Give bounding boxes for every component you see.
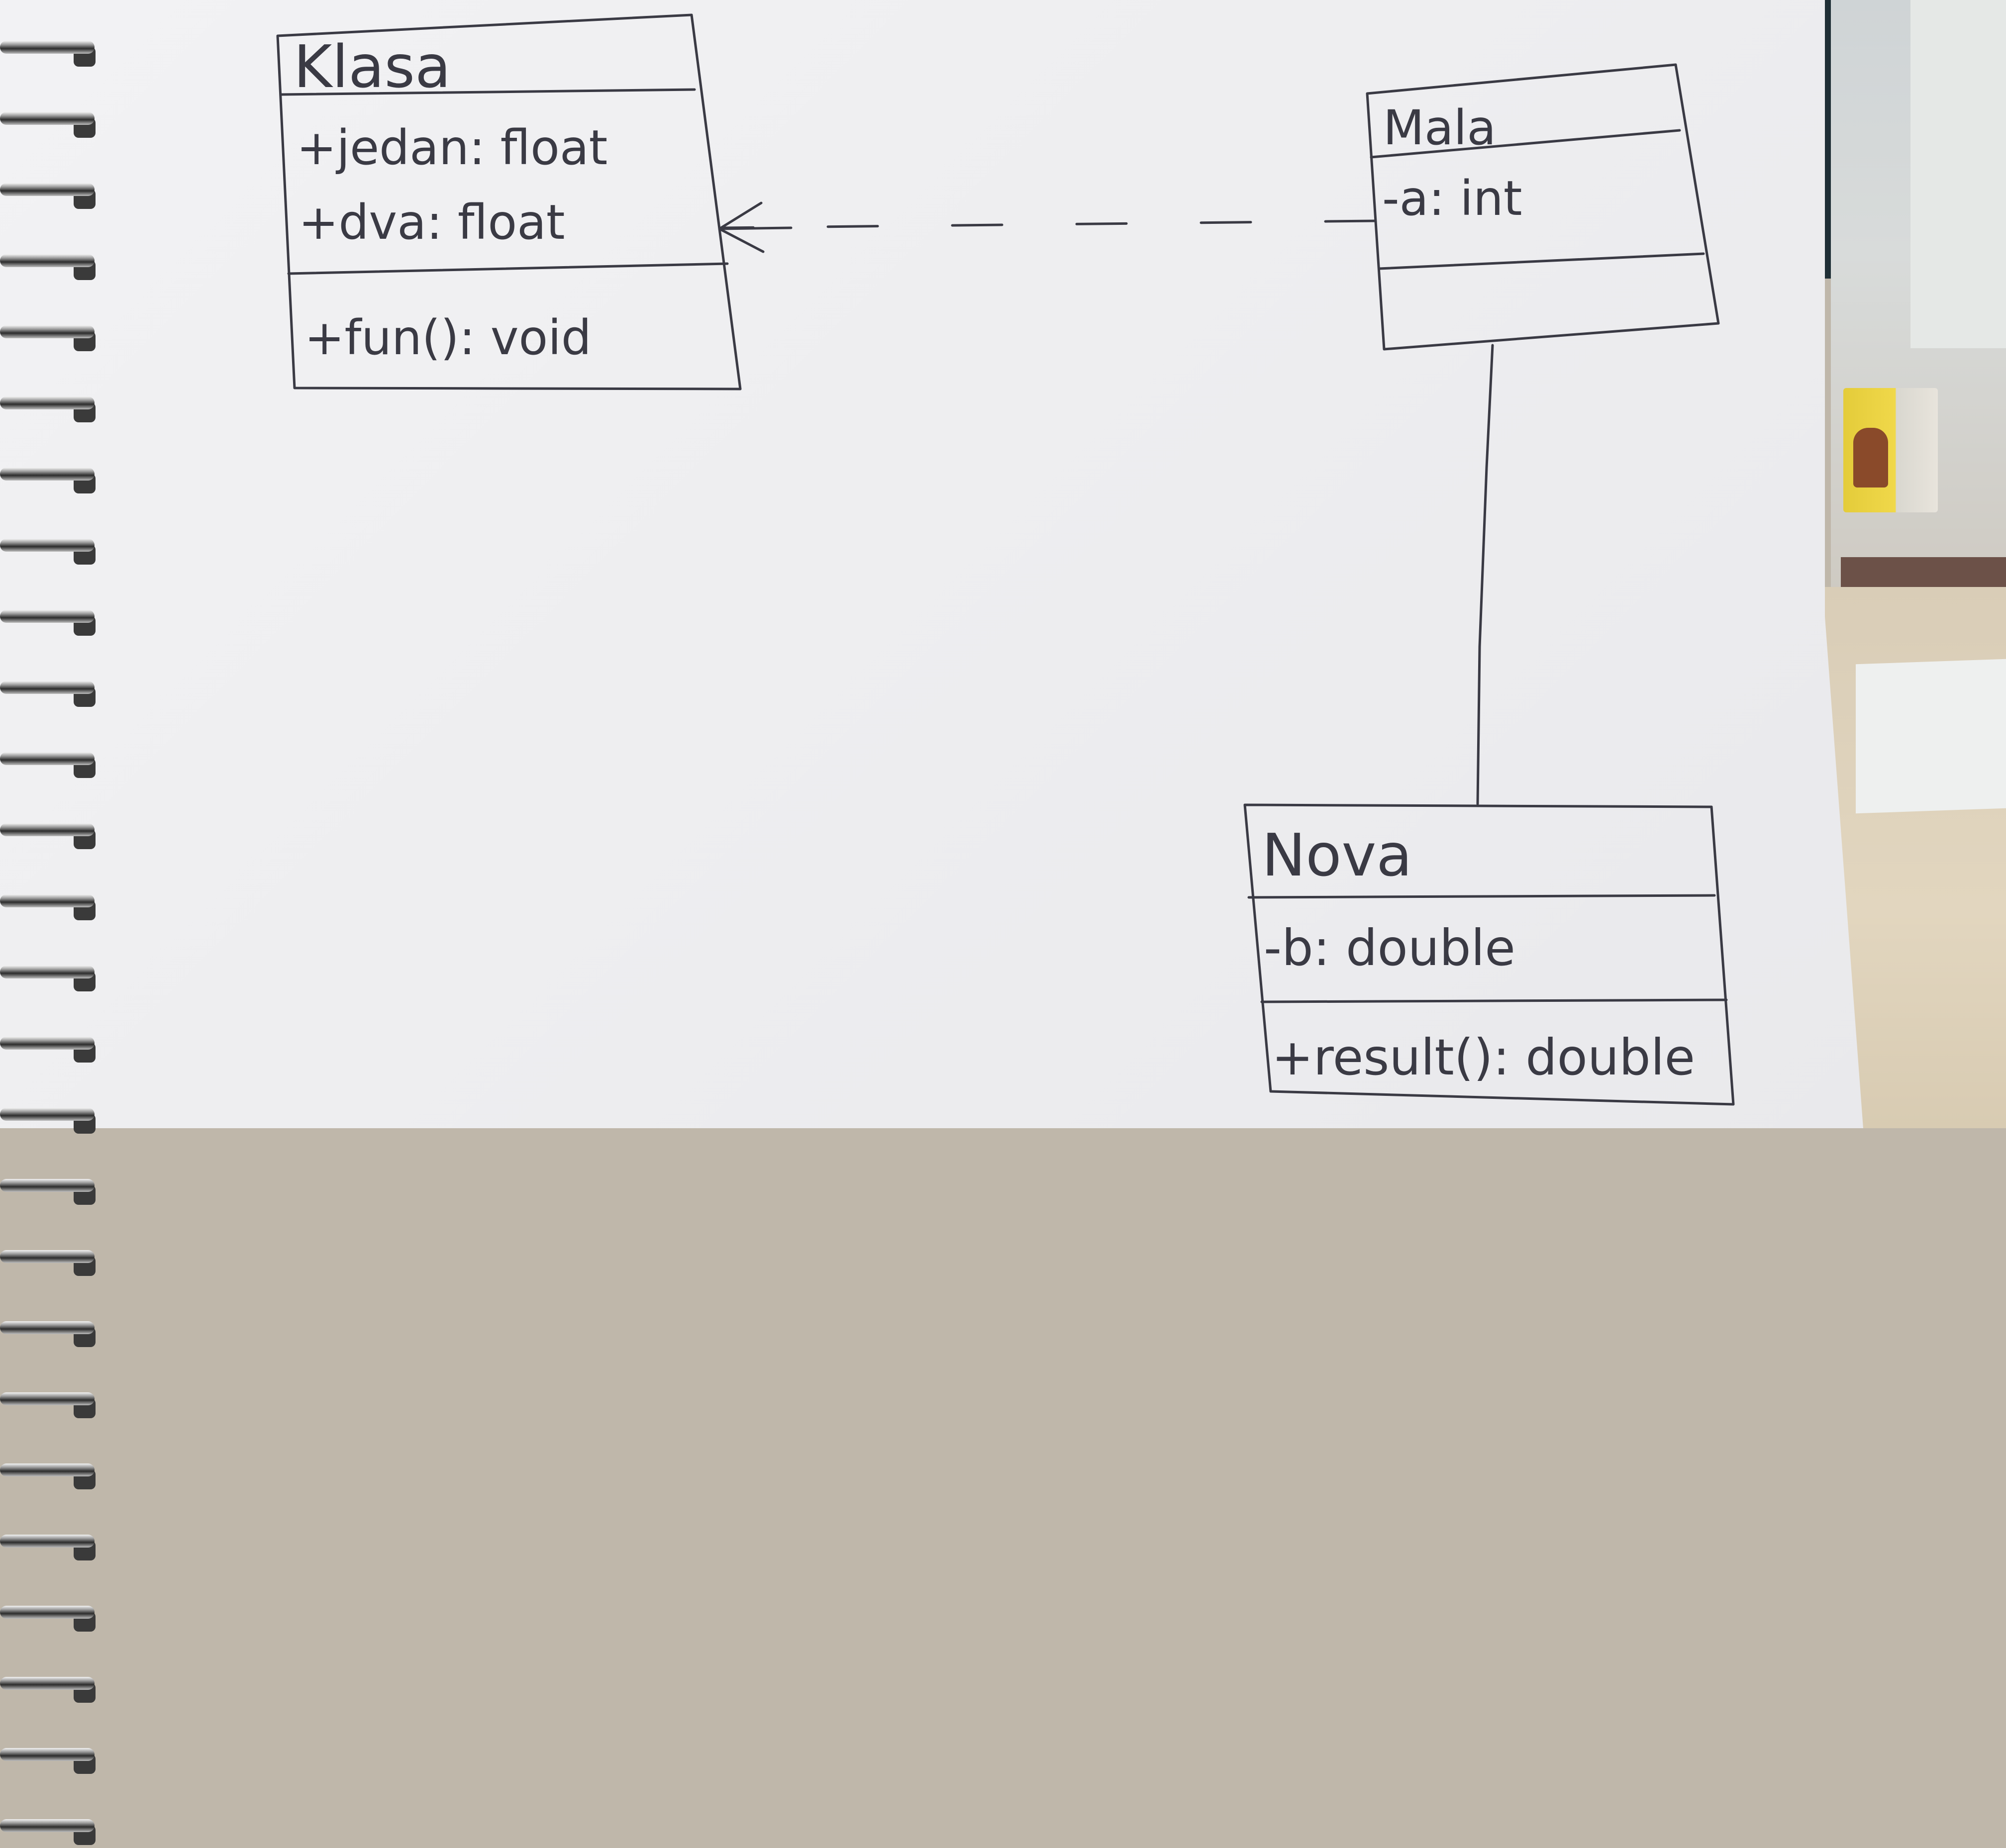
spiral-coil	[0, 178, 100, 212]
spiral-coil	[0, 1814, 100, 1848]
spiral-coil	[0, 1459, 100, 1492]
spiral-wire	[0, 1606, 95, 1619]
toy-box	[1843, 388, 1938, 512]
spiral-coil	[0, 1743, 100, 1777]
spiral-wire	[0, 1392, 95, 1405]
spiral-wire	[0, 1535, 95, 1548]
class-box-nova	[1243, 803, 1735, 1106]
spiral-wire	[0, 894, 95, 907]
spiral-wire	[0, 41, 95, 54]
spiral-wire	[0, 752, 95, 765]
uml-class-diagram: Klasa +jedan: float +dva: float +fun(): …	[276, 13, 1735, 1106]
notebook-page	[0, 0, 1863, 1128]
spiral-coil	[0, 747, 100, 781]
spiral-wire	[0, 610, 95, 623]
spiral-wire	[0, 539, 95, 552]
spiral-wire	[0, 254, 95, 267]
spiral-wire	[0, 1748, 95, 1761]
spiral-wire	[0, 681, 95, 694]
spiral-wire	[0, 966, 95, 978]
spiral-wire	[0, 1179, 95, 1192]
spiral-coil	[0, 1032, 100, 1066]
spiral-coil	[0, 249, 100, 283]
spiral-coil	[0, 961, 100, 994]
class-box-mala-divider-attributes	[1378, 252, 1705, 270]
toy-box-figure	[1853, 428, 1888, 487]
spiral-wire	[0, 396, 95, 409]
spiral-coil	[0, 1316, 100, 1350]
spiral-coil	[0, 605, 100, 639]
class-box-klasa-outline	[276, 13, 742, 390]
spiral-coil	[0, 391, 100, 425]
spiral-wire	[0, 1321, 95, 1334]
attribute-dva: +dva: float	[299, 195, 565, 250]
spiral-wire	[0, 1463, 95, 1476]
spiral-coil	[0, 1530, 100, 1563]
dependency-line-mala-to-klasa	[721, 219, 1377, 229]
spiral-coil	[0, 1174, 100, 1208]
spiral-wire	[0, 1037, 95, 1050]
dependency-arrow-shaft-tip	[718, 226, 793, 230]
window-sill	[1841, 557, 2006, 587]
spiral-wire	[0, 325, 95, 338]
method-fun: +fun(): void	[304, 310, 592, 366]
spiral-wire	[0, 468, 95, 481]
spiral-coil	[0, 1672, 100, 1706]
class-name-klasa: Klasa	[294, 32, 451, 101]
class-name-nova: Nova	[1262, 821, 1412, 889]
spiral-coil	[0, 818, 100, 852]
window-pane	[1910, 0, 2006, 348]
spiral-wire	[0, 823, 95, 836]
class-box-nova-divider-name	[1247, 894, 1716, 899]
class-box-nova-outline	[1243, 803, 1735, 1106]
spiral-coil	[0, 889, 100, 923]
class-box-nova-divider-attributes	[1260, 998, 1728, 1003]
class-name-mala: Mala	[1383, 100, 1496, 156]
spiral-wire	[0, 112, 95, 125]
spiral-coil	[0, 1601, 100, 1635]
spiral-coil	[0, 36, 100, 70]
spiral-coil	[0, 1387, 100, 1421]
class-box-klasa-divider-attributes	[287, 262, 729, 275]
spiral-wire	[0, 1819, 95, 1832]
association-line-mala-to-nova	[1476, 344, 1494, 805]
spiral-wire	[0, 183, 95, 196]
class-box-mala-divider-name	[1370, 129, 1681, 159]
method-result: +result(): double	[1272, 1028, 1695, 1086]
spiral-wire	[0, 1677, 95, 1690]
class-box-mala	[1366, 63, 1720, 351]
attribute-b: -b: double	[1264, 919, 1515, 977]
spiral-coil	[0, 463, 100, 496]
spiral-coil	[0, 534, 100, 568]
class-box-klasa	[276, 13, 742, 390]
class-box-mala-outline	[1366, 63, 1720, 351]
attribute-jedan: +jedan: float	[297, 120, 607, 176]
spiral-coil	[0, 107, 100, 141]
spiral-coil	[0, 320, 100, 354]
spiral-coil	[0, 1245, 100, 1279]
spiral-coil	[0, 676, 100, 710]
attribute-a: -a: int	[1382, 171, 1522, 226]
class-box-klasa-divider-name	[280, 88, 696, 96]
spiral-wire	[0, 1108, 95, 1121]
spiral-wire	[0, 1250, 95, 1263]
